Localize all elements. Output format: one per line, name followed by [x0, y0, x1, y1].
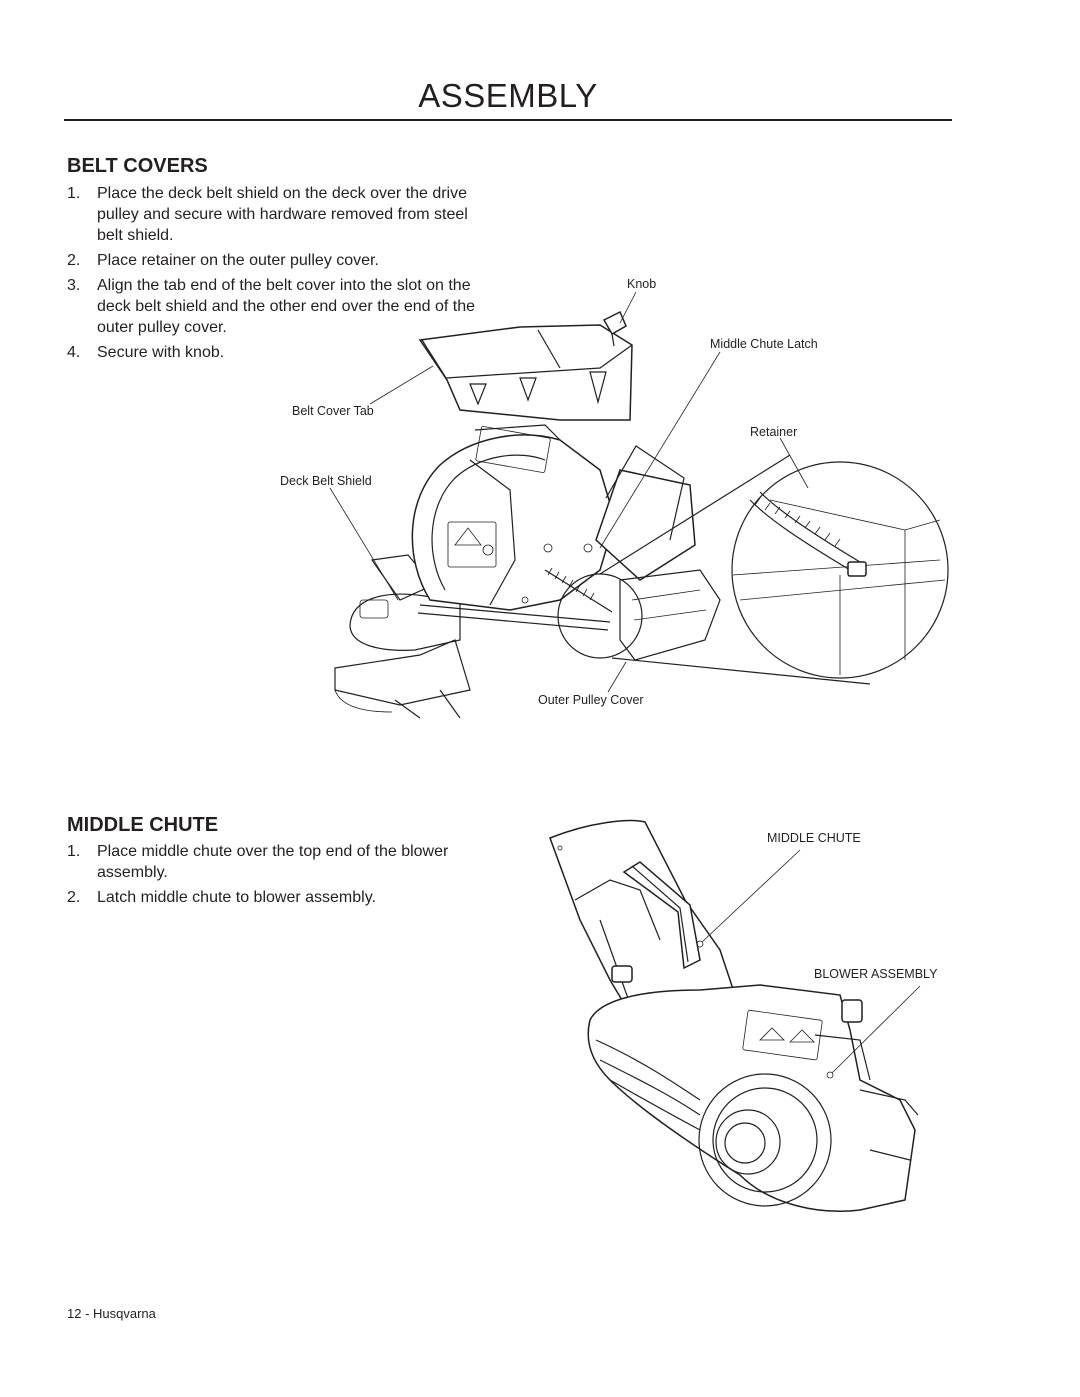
step-text: Secure with knob.: [97, 344, 225, 361]
step-number: 1.: [67, 185, 81, 202]
middle-chute-heading: MIDDLE CHUTE: [67, 814, 219, 836]
label-retainer: Retainer: [750, 425, 797, 439]
step-number: 2.: [67, 889, 81, 906]
step-item: 1. Place middle chute over the top end of…: [67, 841, 497, 883]
middle-chute-outline-drawing: [521, 445, 721, 661]
label-middle-chute-latch: Middle Chute Latch: [710, 337, 818, 351]
page-title: ASSEMBLY: [418, 77, 598, 114]
belt-covers-steps: 1. Place the deck belt shield on the deck…: [67, 183, 497, 367]
step-item: 4. Secure with knob.: [67, 342, 497, 363]
knob-drawing: [602, 310, 627, 347]
label-outer-pulley-cover: Outer Pulley Cover: [538, 693, 644, 707]
blower-housing-drawing: [411, 424, 616, 611]
title-rule: [64, 119, 952, 121]
step-text: Latch middle chute to blower assembly.: [97, 889, 376, 906]
callout-leaders: [329, 291, 809, 693]
label-knob: Knob: [627, 277, 656, 291]
step-number: 3.: [67, 277, 81, 294]
step-item: 2. Latch middle chute to blower assembly.: [67, 887, 497, 908]
callout-leaders: [701, 849, 921, 1074]
step-text: Place middle chute over the top end of t…: [97, 843, 449, 881]
step-number: 4.: [67, 344, 81, 361]
blower-assembly-drawing: [587, 984, 919, 1212]
step-number: 2.: [67, 252, 81, 269]
label-belt-cover-tab: Belt Cover Tab: [292, 404, 374, 418]
step-number: 1.: [67, 843, 81, 860]
step-text: Place the deck belt shield on the deck o…: [97, 185, 468, 244]
step-item: 2. Place retainer on the outer pulley cov…: [67, 250, 497, 271]
step-item: 1. Place the deck belt shield on the deck…: [67, 183, 497, 246]
step-item: 3. Align the tab end of the belt cover in…: [67, 275, 497, 338]
page-footer: 12 - Husqvarna: [67, 1306, 156, 1321]
middle-chute-steps: 1. Place middle chute over the top end of…: [67, 841, 497, 912]
magnifier-drawing: [557, 454, 949, 685]
belt-covers-figure: Knob Middle Chute Latch Belt Cover Tab R…: [280, 277, 949, 719]
belt-covers-heading: BELT COVERS: [67, 155, 208, 177]
label-blower-assembly: BLOWER ASSEMBLY: [814, 967, 938, 981]
label-deck-belt-shield: Deck Belt Shield: [280, 474, 372, 488]
step-text: Align the tab end of the belt cover into…: [97, 277, 476, 336]
middle-chute-drawing: [549, 819, 736, 1031]
step-text: Place retainer on the outer pulley cover…: [97, 252, 379, 269]
middle-chute-figure: MIDDLE CHUTE BLOWER ASSEMBLY: [549, 819, 938, 1212]
retainer-rod-drawing: [417, 567, 613, 631]
belt-cover-drawing: [418, 324, 633, 421]
label-middle-chute: MIDDLE CHUTE: [767, 831, 861, 845]
